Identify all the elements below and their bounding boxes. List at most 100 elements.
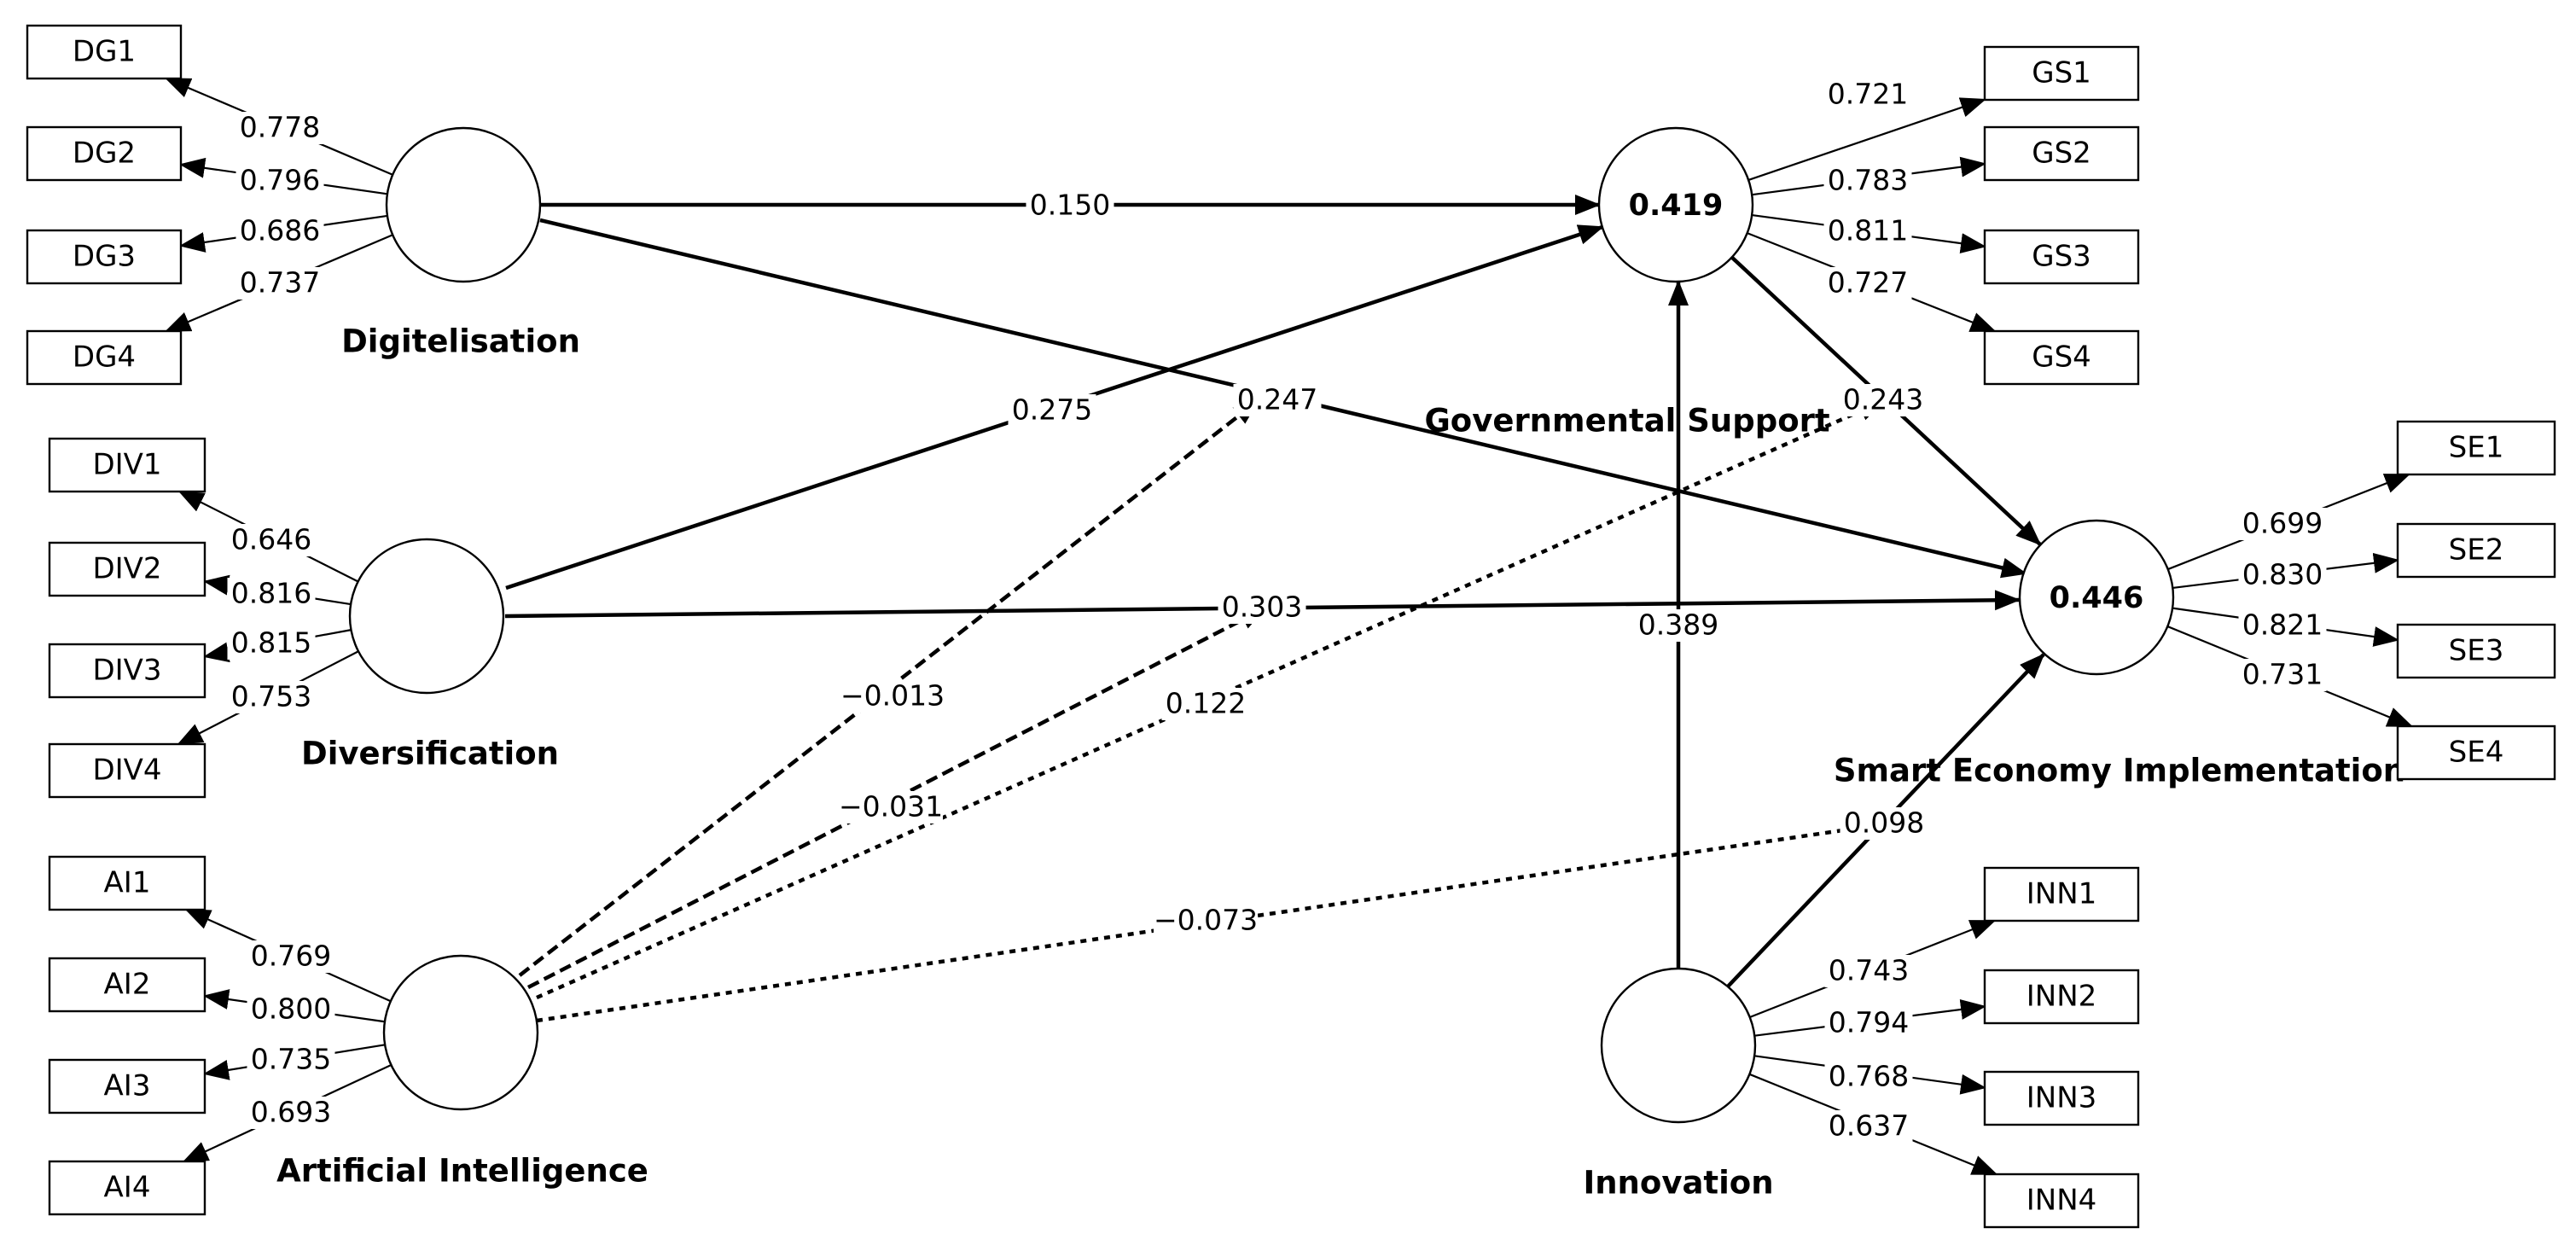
loading-gs4-label: 0.727 (1823, 266, 1912, 300)
indicator-label-dg1: DG1 (73, 35, 136, 69)
path-inn-to-gs-6-label-bg (1634, 609, 1723, 642)
path-dig-to-se-2-label: 0.247 (1233, 383, 1322, 416)
loading-gs3-value: 0.811 (1828, 214, 1908, 247)
loading-se1-label-bg (2238, 508, 2327, 540)
loading-ai4-value: 0.693 (251, 1096, 331, 1129)
indicator-box-se4 (2396, 725, 2556, 781)
loading-ai2-value: 0.800 (251, 992, 331, 1026)
r-squared-governmental-support: 0.419 (1629, 189, 1724, 223)
latent-name-smart-economy-implementation: Smart Economy Implementation (1834, 753, 2405, 789)
indicator-dg4: DG4 (26, 329, 183, 386)
indicator-label-inn4: INN4 (2026, 1184, 2097, 1218)
path-ai-to-gs-8-value: −0.013 (840, 679, 945, 713)
indicator-box-dg4 (26, 329, 183, 386)
indicator-gs3: GS3 (1983, 229, 2140, 285)
indicator-inn2: INN2 (1983, 969, 2140, 1025)
loading-dg3-label: 0.686 (236, 214, 324, 247)
path-ai-to-se-11-value: −0.073 (1154, 904, 1258, 937)
loading-div3-label: 0.815 (227, 626, 316, 660)
latent-name-diversification: Diversification (301, 736, 559, 772)
path-ai-to-se-9-value: −0.031 (839, 790, 943, 823)
indicator-label-ai2: AI2 (104, 968, 151, 1002)
loading-gs4-value: 0.727 (1828, 266, 1908, 300)
indicator-label-div1: DIV1 (92, 448, 161, 482)
indicator-box-inn2 (1983, 969, 2140, 1025)
indicator-div3: DIV3 (48, 643, 206, 699)
loading-div4-value: 0.753 (231, 680, 311, 713)
loading-dg1-value: 0.778 (240, 111, 320, 144)
path-gs-to-se-5-value: 0.243 (1843, 383, 1923, 416)
loading-inn4-label: 0.637 (1824, 1109, 1913, 1143)
loading-gs1-label-bg (1823, 79, 1912, 111)
indicator-box-div2 (48, 541, 206, 597)
loading-ai4-label: 0.693 (247, 1096, 335, 1129)
loading-div3-label-bg (227, 627, 316, 660)
loading-inn2-label: 0.794 (1824, 1006, 1913, 1039)
indicator-box-div4 (48, 742, 206, 799)
indicator-inn3: INN3 (1983, 1070, 2140, 1126)
loading-inn1-label: 0.743 (1824, 954, 1913, 987)
indicator-dg2: DG2 (26, 125, 183, 182)
path-inn-to-se-7-label-bg (1840, 807, 1928, 840)
loading-gs3-label: 0.811 (1823, 214, 1912, 247)
loading-inn3-label-bg (1824, 1061, 1913, 1093)
loading-se2-value: 0.830 (2242, 558, 2323, 591)
path-inn-to-gs-6-value: 0.389 (1638, 608, 1718, 642)
latent-name-governmental-support: Governmental Support (1424, 403, 1829, 439)
path-inn-to-gs-6-label: 0.389 (1634, 608, 1723, 642)
loading-inn2-label-bg (1824, 1007, 1913, 1039)
indicator-ai3: AI3 (48, 1058, 206, 1114)
loading-dg2-label-bg (236, 165, 324, 197)
loading-inn2-value: 0.794 (1829, 1006, 1909, 1039)
indicator-box-ai1 (48, 855, 206, 911)
loading-ai2-label-bg (247, 993, 335, 1026)
loading-ai3-label: 0.735 (247, 1043, 335, 1076)
indicator-box-dg2 (26, 125, 183, 182)
indicator-label-gs3: GS3 (2032, 240, 2091, 274)
indicator-box-gs1 (1983, 45, 2140, 102)
path-dig-to-se-2-value: 0.247 (1237, 383, 1317, 416)
indicator-box-dg3 (26, 229, 183, 285)
indicator-label-ai4: AI4 (104, 1171, 151, 1205)
path-dig-to-gs-1-value: 0.150 (1030, 189, 1110, 222)
path-ai-to-gs-10-label: 0.122 (1161, 687, 1250, 720)
indicator-box-div3 (48, 643, 206, 699)
indicator-se2: SE2 (2396, 522, 2556, 579)
loading-se2-label: 0.830 (2238, 558, 2327, 591)
path-inn-to-se-7-label: 0.098 (1840, 806, 1928, 840)
loading-se1-label: 0.699 (2238, 507, 2327, 540)
indicator-div1: DIV1 (48, 437, 206, 493)
loading-arrow-gs1 (1747, 97, 1986, 182)
indicator-dg1: DG1 (26, 24, 183, 80)
loading-ai2-label: 0.800 (247, 992, 335, 1026)
loading-div4-label-bg (227, 681, 316, 713)
path-div-to-gs-3-label: 0.275 (1008, 393, 1096, 427)
indicator-label-inn2: INN2 (2026, 980, 2097, 1014)
indicator-box-ai4 (48, 1160, 206, 1216)
loading-ai1-label: 0.769 (247, 940, 335, 973)
path-ai-to-gs-10-value: 0.122 (1166, 687, 1246, 720)
path-ai-to-gs-10-label-bg (1161, 688, 1250, 720)
indicator-box-inn4 (1983, 1173, 2140, 1229)
loading-gs1-value: 0.721 (1828, 78, 1908, 111)
loading-gs1-label: 0.721 (1823, 78, 1912, 111)
loading-inn3-value: 0.768 (1829, 1060, 1909, 1093)
indicator-box-ai2 (48, 957, 206, 1013)
indicator-ai1: AI1 (48, 855, 206, 911)
indicator-label-inn1: INN1 (2026, 877, 2097, 911)
loading-inn1-label-bg (1824, 955, 1913, 987)
path-ai-to-se-11-label-bg (1154, 905, 1258, 937)
indicator-box-gs4 (1983, 329, 2140, 386)
indicator-inn4: INN4 (1983, 1173, 2140, 1229)
indicator-label-dg3: DG3 (73, 240, 136, 274)
loading-se3-label: 0.821 (2238, 608, 2327, 642)
loading-ai3-value: 0.735 (251, 1043, 331, 1076)
path-div-to-gs-3-label-bg (1008, 394, 1096, 427)
path-ai-to-se-11-label: −0.073 (1154, 904, 1258, 937)
indicator-div4: DIV4 (48, 742, 206, 799)
indicator-gs4: GS4 (1983, 329, 2140, 386)
latent-circle-diversification (348, 538, 505, 695)
path-div-to-se-4-label-bg (1218, 591, 1306, 624)
